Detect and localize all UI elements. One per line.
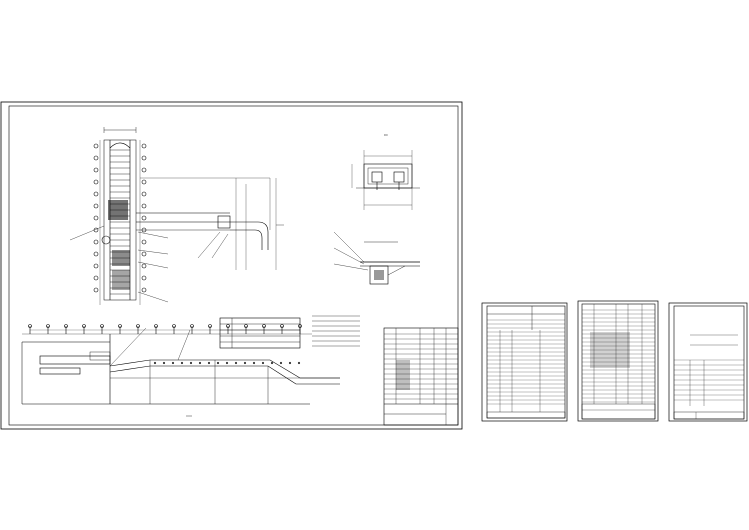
duct-support: [279, 361, 283, 365]
grid-bubble: [28, 324, 32, 328]
plan-view: [69, 127, 284, 305]
legend-table: [219, 317, 301, 349]
duct-support: [243, 361, 247, 365]
axis-bubble: [141, 179, 147, 185]
duct-support: [216, 361, 220, 365]
axis-bubble: [93, 143, 99, 149]
axis-bubble: [141, 191, 147, 197]
duct-support: [189, 361, 193, 365]
axis-bubble: [93, 167, 99, 173]
grid-bubble: [46, 324, 50, 328]
grid-bubble: [136, 324, 140, 328]
axis-bubble: [93, 155, 99, 161]
axis-bubble: [93, 179, 99, 185]
duct-support: [198, 361, 202, 365]
sheet4-table-rows: [674, 359, 744, 401]
axis-bubble: [93, 275, 99, 281]
sheet-4: [668, 302, 748, 422]
grid-bubble: [64, 324, 68, 328]
axis-bubble: [141, 167, 147, 173]
axis-bubble: [141, 251, 147, 257]
duct-support: [180, 361, 184, 365]
axis-bubble: [141, 239, 147, 245]
axis-bubble: [93, 251, 99, 257]
grid-bubble: [154, 324, 158, 328]
axis-bubble: [141, 263, 147, 269]
svg-text:▭: ▭: [384, 132, 388, 137]
grid-bubble: [172, 324, 176, 328]
sheet-2: [481, 302, 568, 422]
axis-bubble: [93, 191, 99, 197]
main-sheet-inner-border: [8, 105, 459, 426]
title-block-rows: [384, 333, 458, 400]
duct-support: [207, 361, 211, 365]
section-grid-ticks: [28, 324, 302, 334]
plan-axis-bubbles: [93, 143, 147, 293]
lower-detail-view: [333, 231, 420, 285]
duct-support: [297, 361, 301, 365]
grid-bubble: [100, 324, 104, 328]
sheet-3: [577, 300, 659, 422]
duct-support: [234, 361, 238, 365]
main-sheet: ▭: [0, 101, 463, 430]
duct-support: [252, 361, 256, 365]
axis-bubble: [93, 263, 99, 269]
axis-bubble: [93, 203, 99, 209]
duct-support: [270, 361, 274, 365]
grid-bubble: [244, 324, 248, 328]
axis-bubble: [141, 215, 147, 221]
axis-bubble: [93, 239, 99, 245]
sheet3-table-rows: [582, 309, 655, 403]
axis-bubble: [93, 287, 99, 293]
side-detail-view: ▭: [351, 132, 420, 210]
duct-support: [153, 361, 157, 365]
grid-bubble: [280, 324, 284, 328]
main-sheet-outer-border: [0, 101, 463, 430]
grid-bubble: [226, 324, 230, 328]
grid-bubble: [82, 324, 86, 328]
section-duct-supports: [153, 361, 301, 365]
axis-bubble: [141, 203, 147, 209]
sheet2-table-rows: [487, 319, 565, 405]
notes-block: [312, 315, 360, 347]
grid-bubble: [298, 324, 302, 328]
grid-bubble: [118, 324, 122, 328]
grid-bubble: [190, 324, 194, 328]
duct-support: [171, 361, 175, 365]
duct-support: [261, 361, 265, 365]
main-title-block: [383, 327, 459, 426]
section-view: [21, 324, 340, 417]
axis-bubble: [141, 275, 147, 281]
duct-support: [225, 361, 229, 365]
axis-bubble: [93, 215, 99, 221]
duct-support: [288, 361, 292, 365]
grid-bubble: [208, 324, 212, 328]
axis-bubble: [141, 287, 147, 293]
axis-bubble: [141, 155, 147, 161]
axis-bubble: [141, 143, 147, 149]
grid-bubble: [262, 324, 266, 328]
duct-support: [162, 361, 166, 365]
